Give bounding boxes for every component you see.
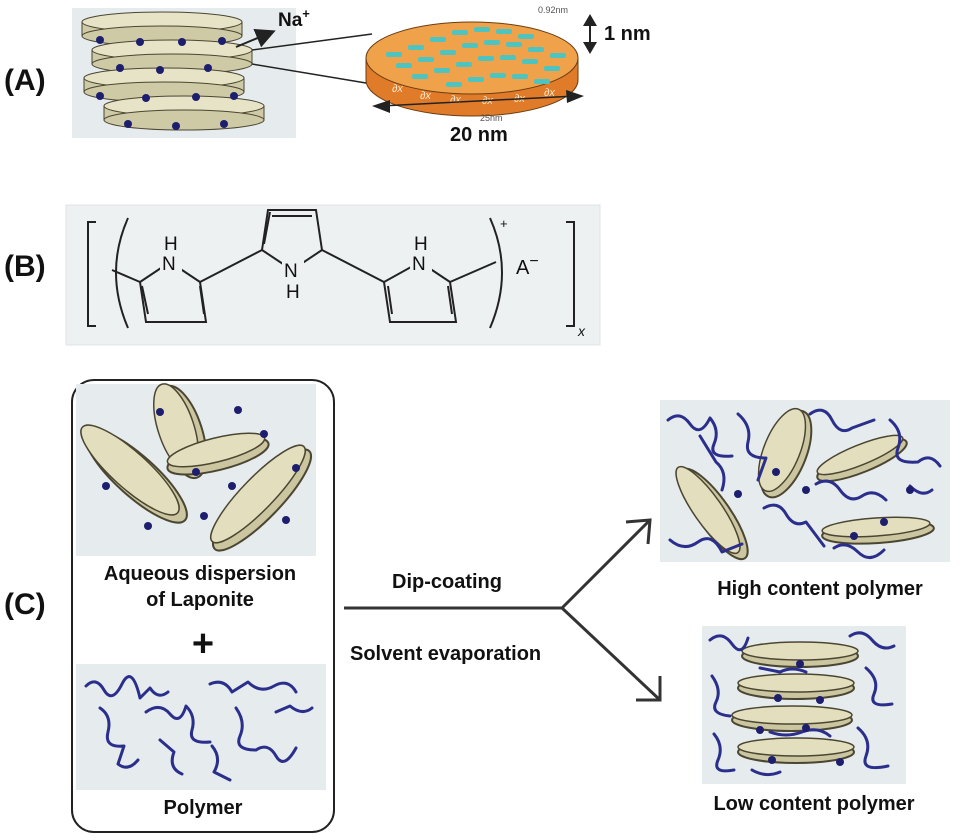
low-content-composite-image (702, 626, 906, 784)
diameter-label: 20 nm (450, 124, 508, 146)
polymer-image (76, 664, 326, 790)
edge-symbol: ∂x (544, 87, 555, 99)
composite-disc (757, 407, 813, 499)
branch-arrow-high (560, 518, 652, 610)
diameter-arrow-head (372, 100, 390, 113)
surface-sites (386, 27, 566, 87)
stacked-disc (737, 673, 855, 700)
stacked-disc (741, 641, 859, 668)
stack-disc (91, 39, 253, 75)
thickness-arrow-head (583, 42, 597, 54)
charge-label: + (500, 216, 508, 231)
pyrrole-ring-center (260, 209, 324, 272)
ring-bond (321, 249, 385, 283)
sodium-label: Na+ (278, 6, 310, 31)
pyrrole-trimer (111, 209, 497, 323)
thickness-label: 1 nm (604, 23, 651, 45)
polymer-label: Polymer (164, 797, 243, 819)
anion-label: A− (516, 253, 539, 279)
pyrrole-ring-right (382, 260, 458, 323)
laponite-stack (81, 11, 265, 131)
left-square-bracket (87, 221, 96, 327)
atom-h: H (164, 234, 178, 255)
atom-h: H (414, 234, 428, 255)
dispersed-disc (209, 444, 312, 552)
right-square-bracket (566, 221, 575, 327)
branch-arrowhead-high (625, 518, 652, 545)
pyrrole-ring-left (138, 260, 208, 323)
dispersed-ions (102, 406, 300, 530)
sodium-ions (96, 36, 238, 130)
ring-atoms: H N N H H N (160, 234, 432, 303)
high-content-composite-image (660, 400, 950, 562)
right-parenthesis (489, 217, 503, 329)
low-content-label: Low content polymer (713, 793, 914, 815)
plus-sign: + (192, 623, 214, 665)
edge-symbol: ∂x (420, 90, 431, 102)
edge-symbol: ∂x (450, 94, 461, 106)
thickness-small-label: 0.92nm (538, 5, 568, 15)
stack-disc (81, 11, 243, 47)
chain-bond (449, 261, 497, 283)
ring-bond (199, 249, 263, 283)
branch-arrowhead-low (636, 676, 662, 702)
thickness-arrow-head (583, 14, 597, 26)
stacked-disc (737, 737, 855, 764)
branch-arrow-low (560, 606, 662, 702)
process-label-evaporation: Solvent evaporation (350, 643, 541, 665)
panel-label-c: (C) (4, 588, 46, 621)
atom-n: N (412, 254, 426, 275)
panel-a: Na+ ∂x ∂x ∂x ∂x ∂x ∂x 0.92nm (72, 5, 651, 146)
panel-c: Aqueous dispersion of Laponite + Polymer… (71, 379, 950, 833)
panel-b: H N N H H N + A− x (65, 204, 601, 346)
sodium-pointer-arrow (235, 28, 276, 48)
polymer-chains (84, 675, 314, 782)
composite-disc (816, 434, 908, 483)
diameter-arrow-head (566, 90, 584, 103)
diameter-small-label: 25nm (480, 113, 503, 123)
zoom-line-bottom (251, 63, 373, 85)
intercalated-ions (756, 660, 844, 766)
dispersed-disc (80, 424, 188, 524)
intercalated-polymer-chains (708, 631, 896, 777)
edge-symbol: ∂x (392, 83, 403, 95)
process-label-dip-coating: Dip-coating (392, 571, 502, 593)
dispersion-label-line2: of Laponite (146, 589, 254, 611)
zoom-line-top (251, 33, 373, 51)
laponite-platelet: ∂x ∂x ∂x ∂x ∂x ∂x (365, 21, 579, 117)
stacked-disc (731, 705, 853, 732)
panel-label-a: (A) (4, 64, 46, 97)
composite-disc (675, 465, 749, 561)
repeat-subscript: x (577, 323, 586, 339)
atom-h: H (286, 282, 300, 303)
panel-label-b: (B) (4, 250, 46, 283)
high-content-label: High content polymer (717, 578, 923, 600)
composite-ions (734, 468, 914, 540)
dispersion-label-line1: Aqueous dispersion (104, 563, 296, 585)
diameter-arrow-line (379, 95, 577, 107)
laponite-dispersion-image (76, 383, 316, 556)
chain-bond (111, 269, 141, 283)
composite-disc (821, 516, 935, 545)
atom-n: N (162, 254, 176, 275)
atom-n: N (284, 261, 298, 282)
